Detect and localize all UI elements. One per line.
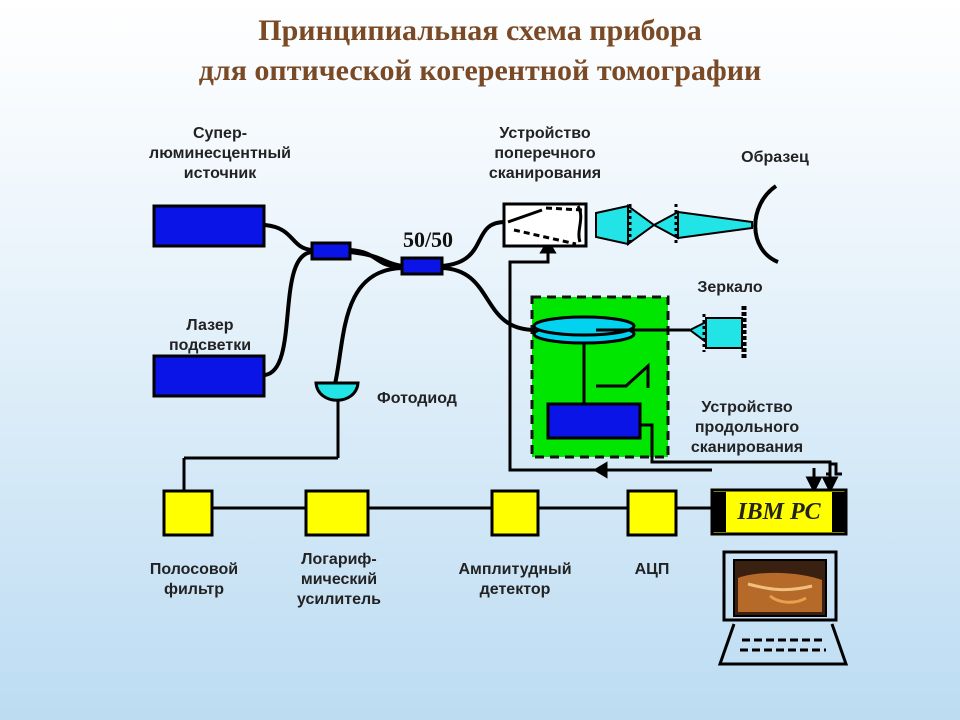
adc-block <box>626 489 678 537</box>
signal-wires <box>182 239 842 530</box>
coupler-50-50 <box>400 256 444 276</box>
label-splitter-ratio: 50/50 <box>402 227 454 252</box>
title-line-2: для оптической когерентной томографии <box>198 54 762 87</box>
label-adc: АЦП <box>634 561 670 578</box>
sample-optics <box>595 184 779 264</box>
label-laser: Лазер подсветки <box>168 317 252 354</box>
label-sample: Образец <box>741 149 809 166</box>
label-photodiode: Фотодиод <box>377 390 457 407</box>
bandpass-filter <box>162 489 214 537</box>
ibm-pc <box>710 488 848 536</box>
label-mirror: Зеркало <box>697 279 763 296</box>
label-bandpass: Полосовой фильтр <box>149 561 239 598</box>
title-line-1: Принципиальная схема прибора <box>258 14 702 47</box>
fiber-lines <box>264 220 536 385</box>
log-amplifier <box>304 489 370 537</box>
label-amp-detector: Амплитудный детектор <box>458 561 572 598</box>
ramp-generator <box>546 402 642 440</box>
aiming-laser <box>152 354 266 398</box>
sld-source <box>152 204 266 248</box>
photodiode <box>314 381 360 402</box>
amplitude-detector <box>490 489 540 537</box>
label-pc: IBM PC <box>737 499 821 525</box>
monitor <box>717 550 849 666</box>
label-log-amp: Логариф- мический усилитель <box>297 551 381 608</box>
coupler-1 <box>310 241 352 261</box>
label-source: Супер- люминесцентный источник <box>149 125 291 182</box>
label-transverse-scan: Устройство поперечного сканирования <box>488 125 602 182</box>
label-longitudinal-scan: Устройство продольного сканирования <box>690 399 804 456</box>
reference-optics <box>596 306 747 360</box>
transverse-scanner <box>502 202 588 248</box>
